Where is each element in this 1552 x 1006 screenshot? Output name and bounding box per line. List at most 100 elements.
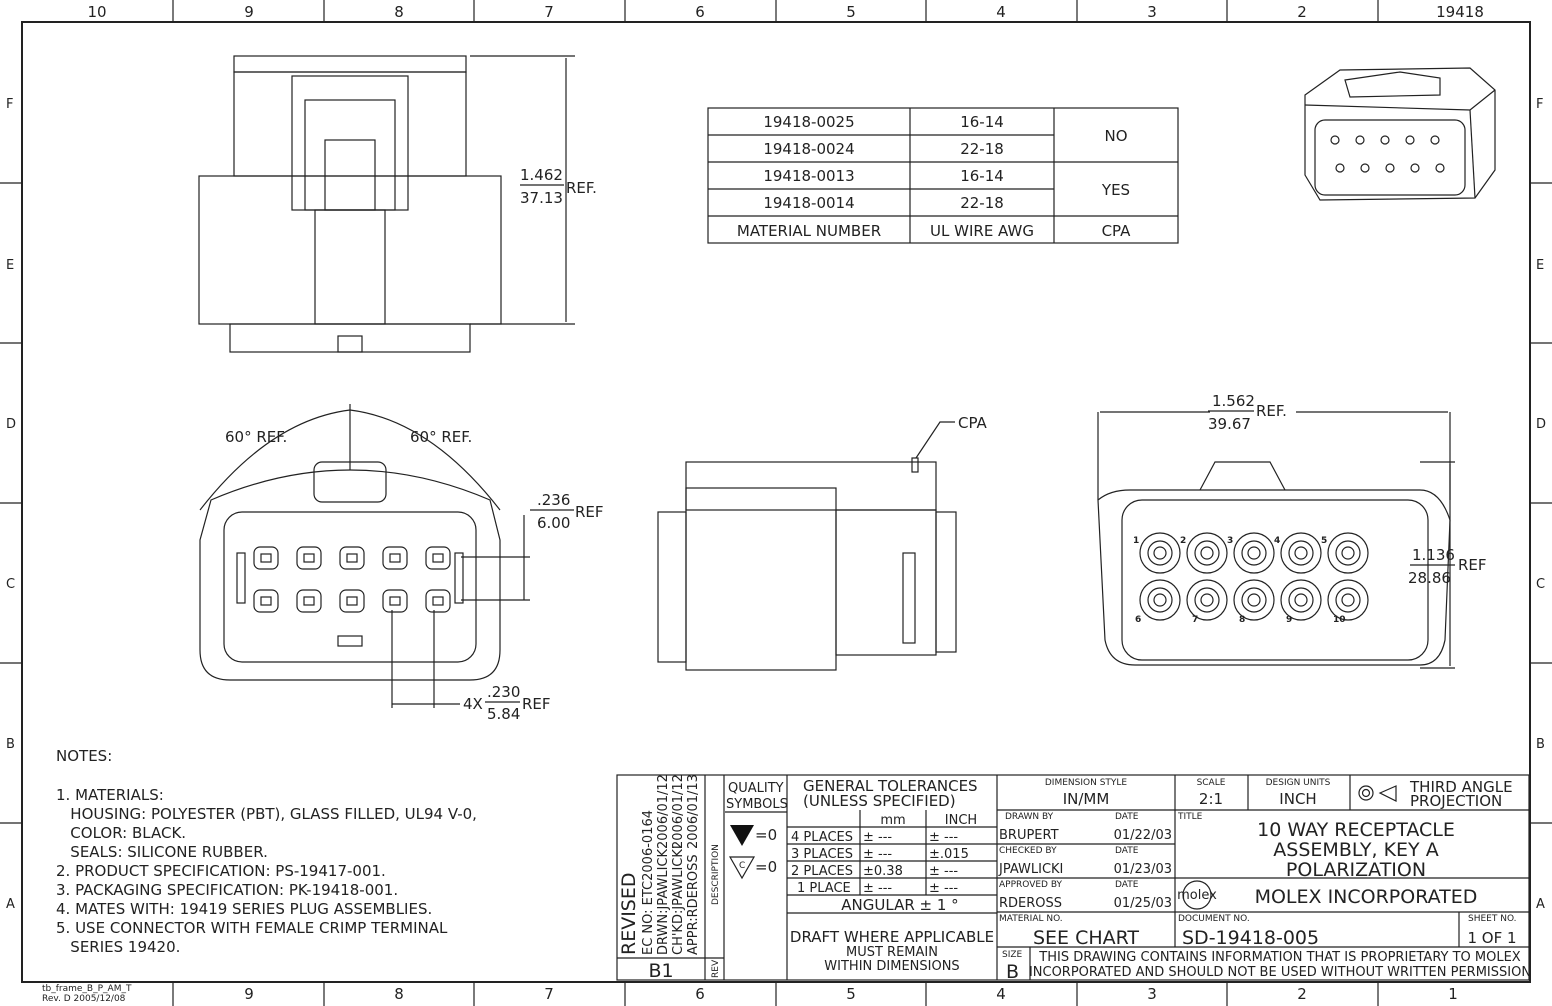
sheet-size: B: [1006, 961, 1019, 983]
note-line: 3. PACKAGING SPECIFICATION: PK-19418-001…: [56, 881, 398, 899]
frame-rev: Rev. D 2005/12/08: [42, 994, 126, 1004]
col-label: 7: [544, 3, 554, 21]
col-label: 10: [87, 3, 106, 21]
filled-triangle-icon: [730, 825, 754, 846]
date-label: DATE: [1115, 880, 1139, 890]
tol-row-label: 4 PLACES: [791, 830, 853, 845]
cavity-number: 2: [1180, 536, 1186, 546]
row-label: A: [6, 897, 15, 912]
draft-note: WITHIN DIMENSIONS: [824, 959, 959, 974]
drawn-by-label: DRAWN BY: [1005, 812, 1054, 822]
checked-by-label: CHECKED BY: [999, 846, 1057, 856]
header-wire-awg: UL WIRE AWG: [930, 222, 1034, 240]
cavity: [425, 589, 451, 613]
quality-symbol-2: =0: [755, 858, 777, 876]
tol-row-inch: ±.015: [929, 847, 969, 862]
dim-style: IN/MM: [1063, 790, 1110, 808]
quality-title: QUALITY: [728, 781, 784, 796]
part-table-rows: 19418-0025 16-14 19418-0024 22-18 19418-…: [737, 113, 1131, 240]
quality-title: SYMBOLS: [726, 797, 788, 812]
cavity: [296, 546, 322, 570]
revision-letter: B1: [648, 960, 673, 982]
header-cpa: CPA: [1102, 222, 1132, 240]
col-label: 6: [695, 985, 705, 1003]
col-label: 2: [1297, 3, 1307, 21]
note-line: 1. MATERIALS:: [56, 786, 164, 804]
revision-block: REVISED EC NO: ETC2006-0164 DRWN:JPAWLIC…: [618, 774, 721, 982]
critical-triangle-icon: [728, 856, 756, 880]
cavity: 4: [1274, 532, 1322, 574]
cavity-number: 4: [1274, 536, 1280, 546]
tol-row-label: 3 PLACES: [791, 847, 853, 862]
tol-row-label: 2 PLACES: [791, 864, 853, 879]
cavity: [253, 589, 279, 613]
dim-pitch-v-inch: .236: [537, 491, 570, 509]
cavity-number: 9: [1286, 615, 1292, 625]
description-label: DESCRIPTION: [711, 844, 721, 905]
row-label: B: [6, 737, 15, 752]
cpa-value: YES: [1101, 181, 1130, 199]
row-label: E: [6, 258, 14, 273]
cavity: [339, 589, 365, 613]
cavity: 2: [1180, 532, 1228, 574]
dim-pitch-h-prefix: 4X: [463, 695, 483, 713]
note-line: COLOR: BLACK.: [56, 824, 186, 842]
general-tolerances: GENERAL TOLERANCES (UNLESS SPECIFIED) mm…: [790, 777, 994, 974]
drawn-by: BRUPERT: [999, 828, 1059, 843]
note-line: HOUSING: POLYESTER (PBT), GLASS FILLED, …: [56, 805, 477, 823]
cavity-number: 6: [1135, 615, 1141, 625]
dim-style-label: DIMENSION STYLE: [1045, 778, 1128, 788]
drawing-title: 10 WAY RECEPTACLE: [1257, 819, 1455, 841]
sheet-label: SHEET NO.: [1468, 914, 1517, 924]
cavity: 7: [1186, 579, 1228, 625]
corner-part-number: 19418: [1436, 3, 1484, 21]
tol-row-mm: ± ---: [863, 847, 892, 862]
rev-label: REV: [711, 959, 721, 978]
wire-awg: 16-14: [960, 113, 1004, 131]
row-label: C: [6, 577, 15, 592]
dim-pitch-h-inch: .230: [487, 683, 520, 701]
col-label: 3: [1147, 3, 1157, 21]
header-material-number: MATERIAL NUMBER: [737, 222, 881, 240]
projection-circle-icon: [1358, 785, 1374, 801]
row-label: D: [1536, 417, 1546, 432]
cavity: [339, 546, 365, 570]
col-mm: mm: [880, 813, 905, 828]
dim-angle-left: 60° REF.: [225, 428, 287, 446]
isometric-view: [1304, 67, 1496, 201]
material-number: 19418-0024: [763, 140, 854, 158]
dim-angle-right: 60° REF.: [410, 428, 472, 446]
top-view-drawing: [198, 55, 575, 353]
dim-ref: REF.: [1256, 402, 1287, 420]
note-line: 2. PRODUCT SPECIFICATION: PS-19417-001.: [56, 862, 386, 880]
draft-note: MUST REMAIN: [846, 945, 938, 960]
cavity-number: 1: [1133, 536, 1139, 546]
row-labels: F E D C B A F E D C B A: [6, 97, 1546, 912]
material-number: 19418-0013: [763, 167, 854, 185]
cavity-number: 7: [1192, 615, 1198, 625]
row-label: C: [1536, 577, 1545, 592]
approved-date: 01/25/03: [1114, 896, 1172, 911]
dim-width-inch: 1.562: [1212, 392, 1255, 410]
dim-ref: REF: [522, 695, 551, 713]
cpa-value: NO: [1104, 127, 1127, 145]
ec-number: EC NO: ETC2006-0164: [641, 810, 656, 955]
proprietary-notice: THIS DRAWING CONTAINS INFORMATION THAT I…: [1038, 950, 1521, 965]
material-number: 19418-0025: [763, 113, 854, 131]
dim-ref: REF: [575, 503, 604, 521]
material-no-label: MATERIAL NO.: [999, 914, 1063, 924]
title-block: [616, 774, 1530, 981]
cavity: [382, 546, 408, 570]
dim-pitch-v-mm: 6.00: [537, 514, 570, 532]
cavity: 9: [1280, 579, 1322, 625]
row-label: E: [1536, 258, 1544, 273]
iso-cavities: [1330, 135, 1445, 173]
critical-letter: C: [739, 861, 745, 871]
scale-label: SCALE: [1197, 778, 1226, 788]
date-label: DATE: [1115, 812, 1139, 822]
drawing-title: ASSEMBLY, KEY A: [1273, 839, 1438, 861]
tolerance-subtitle: (UNLESS SPECIFIED): [803, 792, 956, 810]
approved-by: RDEROSS: [999, 896, 1062, 911]
